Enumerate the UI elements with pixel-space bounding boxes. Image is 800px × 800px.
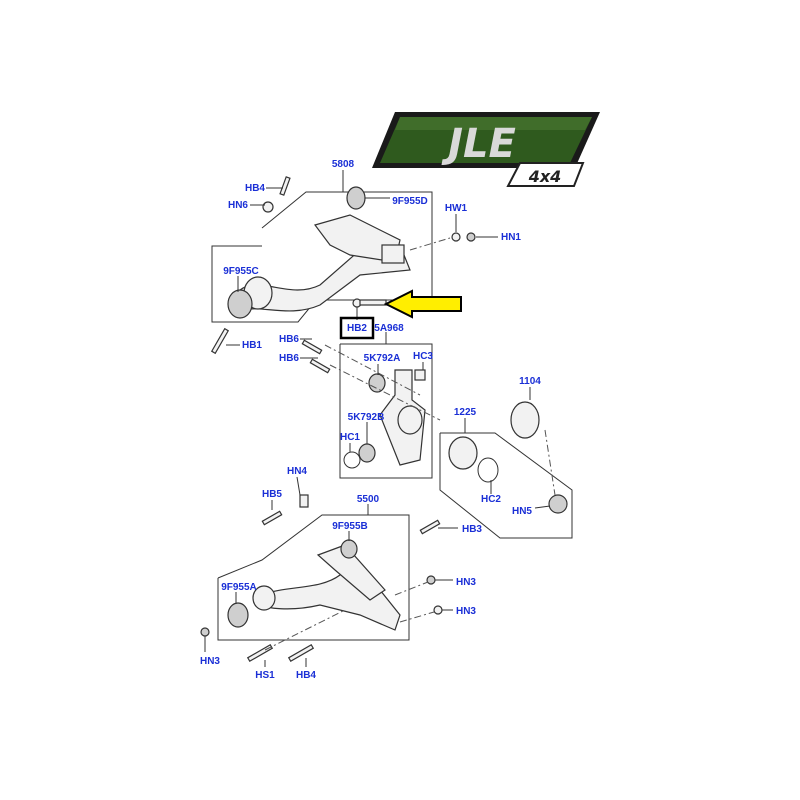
logo-brand: JLE [441, 121, 516, 167]
leader-lines [204, 187, 551, 667]
label-9f955a[interactable]: 9F955A [221, 582, 257, 593]
label-hc3[interactable]: HC3 [413, 351, 433, 362]
label-hs1[interactable]: HS1 [255, 670, 275, 681]
label-5k792b[interactable]: 5K792B [348, 412, 385, 423]
label-5a968[interactable]: 5A968 [374, 323, 404, 334]
label-hb6-b[interactable]: HB6 [279, 353, 299, 364]
label-hb5[interactable]: HB5 [262, 489, 282, 500]
lower-arm-group [200, 494, 443, 663]
label-hw1[interactable]: HW1 [445, 203, 468, 214]
part-labels: 5808 HB4 HN6 9F955D HW1 HN1 9F955C HB2 5… [200, 159, 541, 681]
label-hb1[interactable]: HB1 [242, 340, 262, 351]
label-hn5[interactable]: HN5 [512, 506, 532, 517]
label-1104[interactable]: 1104 [519, 376, 541, 387]
label-5808[interactable]: 5808 [332, 159, 355, 170]
label-hn4[interactable]: HN4 [287, 466, 307, 477]
label-hn3-c[interactable]: HN3 [200, 656, 220, 667]
highlight-arrow [383, 289, 462, 319]
label-hb6-a[interactable]: HB6 [279, 334, 299, 345]
label-hc2[interactable]: HC2 [481, 494, 501, 505]
upper-arm-group [210, 170, 476, 355]
label-hn3-a[interactable]: HN3 [456, 577, 476, 588]
label-1225[interactable]: 1225 [454, 407, 477, 418]
hub-bearing-group [439, 387, 573, 539]
logo-sub: 4x4 [528, 167, 562, 186]
label-hn6[interactable]: HN6 [228, 200, 248, 211]
label-hc1[interactable]: HC1 [340, 432, 360, 443]
label-hb4-bottom[interactable]: HB4 [296, 670, 316, 681]
label-hn1[interactable]: HN1 [501, 232, 521, 243]
label-9f955c[interactable]: 9F955C [223, 266, 259, 277]
knuckle-group [301, 332, 441, 479]
label-hb4-top[interactable]: HB4 [245, 183, 265, 194]
label-hb2[interactable]: HB2 [347, 323, 367, 334]
label-9f955d[interactable]: 9F955D [392, 196, 428, 207]
jle-4x4-logo: JLE 4x4 [372, 112, 600, 187]
hb2-highlight-box [339, 316, 375, 340]
label-5k792a[interactable]: 5K792A [364, 353, 401, 364]
label-5500[interactable]: 5500 [357, 494, 380, 505]
label-hb3[interactable]: HB3 [462, 524, 482, 535]
label-hn3-b[interactable]: HN3 [456, 606, 476, 617]
hb2-bolt [352, 298, 387, 320]
label-9f955b[interactable]: 9F955B [332, 521, 368, 532]
